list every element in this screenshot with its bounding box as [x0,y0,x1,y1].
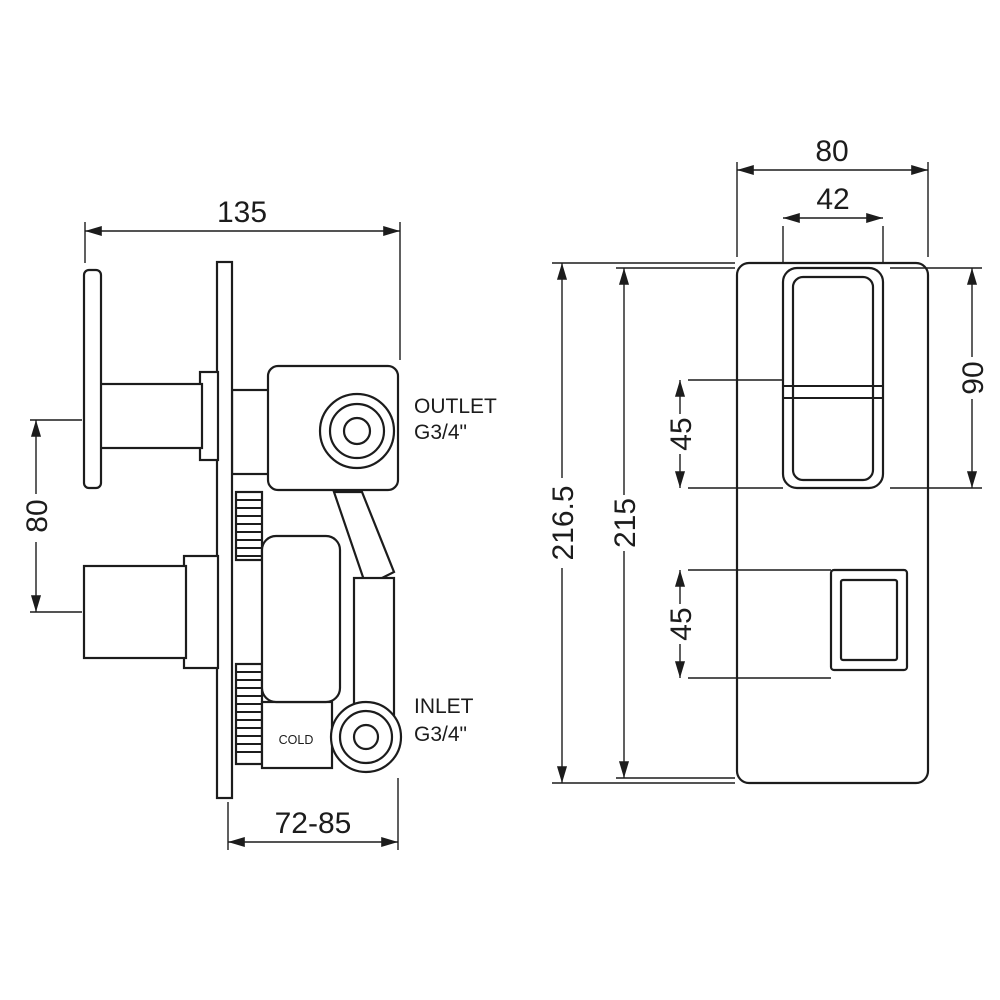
dim-adjustable-depth: 72-85 [227,778,399,850]
thread-ribs-lower-lines [236,671,262,753]
knob-front-inner [839,578,899,662]
thread-ribs-upper [234,490,264,562]
dim-overall-depth: 135 [84,196,401,360]
handle-stem-side [98,382,204,450]
handle-front-inner [791,275,875,482]
knob-flange-side [182,554,220,670]
dim-handle-width: 42 [782,183,884,262]
dim-adjustable-depth-value: 72-85 [275,807,352,840]
inlet-label-line2: G3/4" [414,723,467,746]
dim-lower-offset-extensions [688,569,831,679]
dim-overall-depth-extensions [84,222,401,360]
upper-mounting-step [230,388,272,476]
dim-plate-height-extensions [616,267,735,779]
knob-side [82,564,188,660]
dim-handle-height-value: 90 [957,361,990,394]
dim-overall-depth-value: 135 [217,196,267,229]
side-view: COLD OUTLET G3/4" INLET G3/4" 135 80 72-… [21,196,497,850]
inlet-label-line1: INLET [414,695,474,718]
dim-lower-offset-value: 45 [665,607,698,640]
dim-handle-width-value: 42 [816,183,849,216]
dim-overall-height: 216.5 [547,262,735,784]
dim-handle-height: 90 [890,267,990,489]
dim-plate-width: 80 [736,135,929,257]
dim-lower-offset: 45 [665,569,831,679]
inlet-port [329,700,403,774]
dim-handle-height-extensions [890,267,982,489]
cartridge-housing [260,534,342,704]
outlet-label-line1: OUTLET [414,395,497,418]
cold-marking: COLD [279,733,314,747]
outlet-port [318,392,396,470]
inlet-pipe [352,576,396,722]
thread-ribs-lower [234,662,264,766]
dim-upper-offset: 45 [665,379,783,489]
dim-upper-offset-extensions [688,379,783,489]
handle-blade-side [82,268,103,490]
dim-plate-width-extensions [736,162,929,257]
wall-plate-side [215,260,234,800]
dim-handle-width-extensions [782,226,884,262]
outlet-port-inner-ring [342,416,372,446]
dim-plate-height: 215 [609,267,735,779]
dim-overall-height-extensions [552,262,735,784]
inlet-port-inner-ring [352,723,380,751]
thread-ribs-upper-body [234,490,264,562]
thread-ribs-upper-lines [236,499,262,557]
dim-control-spacing-value: 80 [21,499,54,532]
outlet-label-line2: G3/4" [414,421,467,444]
dim-control-spacing: 80 [21,419,82,613]
dim-plate-height-value: 215 [609,498,642,548]
dim-upper-offset-value: 45 [665,417,698,450]
diagonal-pipe [332,490,396,588]
dim-overall-height-value: 216.5 [547,485,580,560]
front-view: 80 42 216.5 215 45 [547,135,990,785]
handle-front-seam [783,385,883,399]
dim-plate-width-value: 80 [815,135,848,168]
